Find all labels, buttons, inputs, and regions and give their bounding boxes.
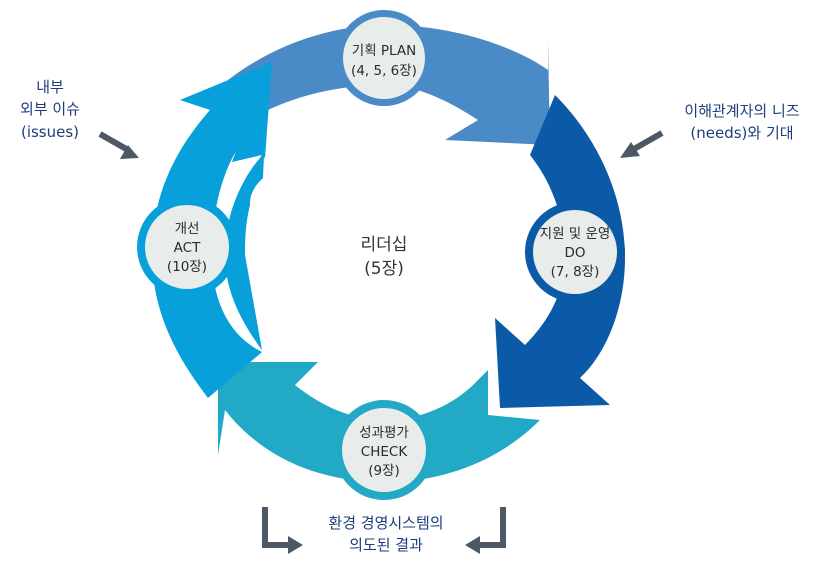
do-chapters: (7, 8장) (551, 264, 600, 280)
act-label: ACT (174, 240, 201, 256)
output-left-arrow-icon (262, 507, 303, 554)
center-chapters: (5장) (364, 259, 404, 279)
act-node[interactable]: 개선 ACT (10장) (137, 197, 237, 297)
left-input-line3: (issues) (21, 123, 79, 141)
left-input-arrow-icon (98, 131, 139, 159)
right-input-arrow-icon (620, 130, 664, 158)
left-input-line1: 내부 (36, 78, 64, 96)
check-label: CHECK (361, 444, 409, 460)
plan-node[interactable]: 기획 PLAN (4, 5, 6장) (336, 10, 432, 106)
output-line2: 의도된 결과 (349, 536, 423, 554)
right-input-line1: 이해관계자의 니즈 (684, 102, 799, 120)
do-arrow (495, 95, 625, 408)
check-node[interactable]: 성과평가 CHECK (9장) (334, 400, 434, 500)
center-title: 리더십 (361, 235, 408, 255)
output-line1: 환경 경영시스템의 (328, 514, 443, 532)
right-input-line2: (needs)와 기대 (690, 124, 793, 142)
act-label-ko: 개선 (175, 221, 200, 237)
check-label-ko: 성과평가 (359, 425, 409, 441)
check-chapters: (9장) (368, 463, 400, 479)
plan-label: 기획 PLAN (352, 43, 416, 59)
output-right-arrow-icon (465, 507, 506, 554)
do-label: DO (564, 245, 585, 261)
act-chapters: (10장) (167, 259, 207, 275)
plan-chapters: (4, 5, 6장) (351, 63, 417, 79)
do-label-ko: 지원 및 운영 (540, 226, 611, 242)
do-node[interactable]: 지원 및 운영 DO (7, 8장) (525, 202, 625, 302)
left-input-line2: 외부 이슈 (20, 100, 80, 118)
